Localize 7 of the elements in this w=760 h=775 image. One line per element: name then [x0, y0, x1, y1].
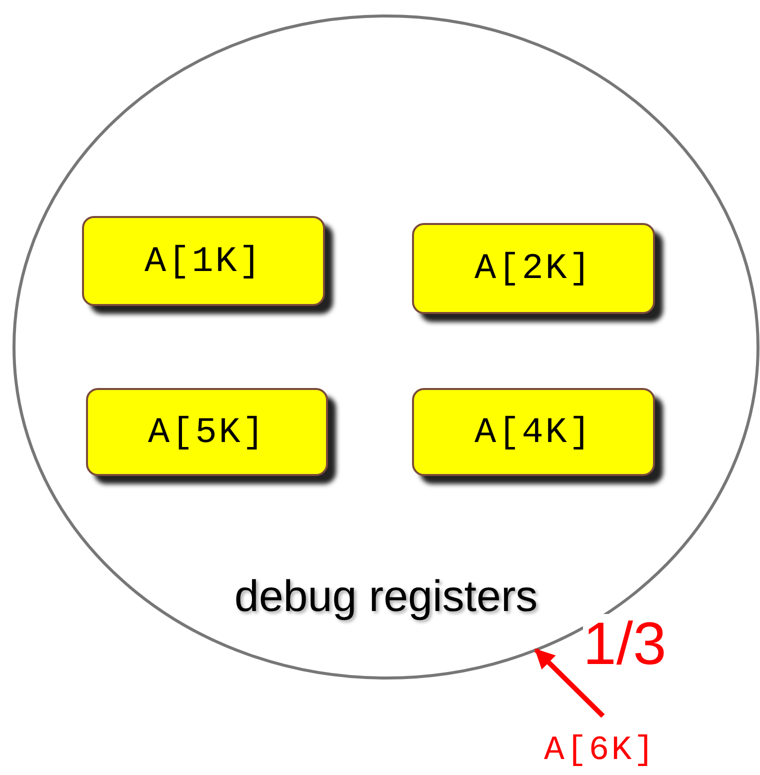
- arrow: [534, 648, 605, 718]
- register-box: A[4K]: [412, 388, 655, 476]
- address-text: A[6K]: [530, 732, 670, 775]
- register-box: A[5K]: [86, 388, 328, 476]
- region-label: debug registers: [233, 572, 539, 622]
- register-box: A[1K]: [82, 216, 325, 306]
- register-box: A[2K]: [412, 223, 655, 314]
